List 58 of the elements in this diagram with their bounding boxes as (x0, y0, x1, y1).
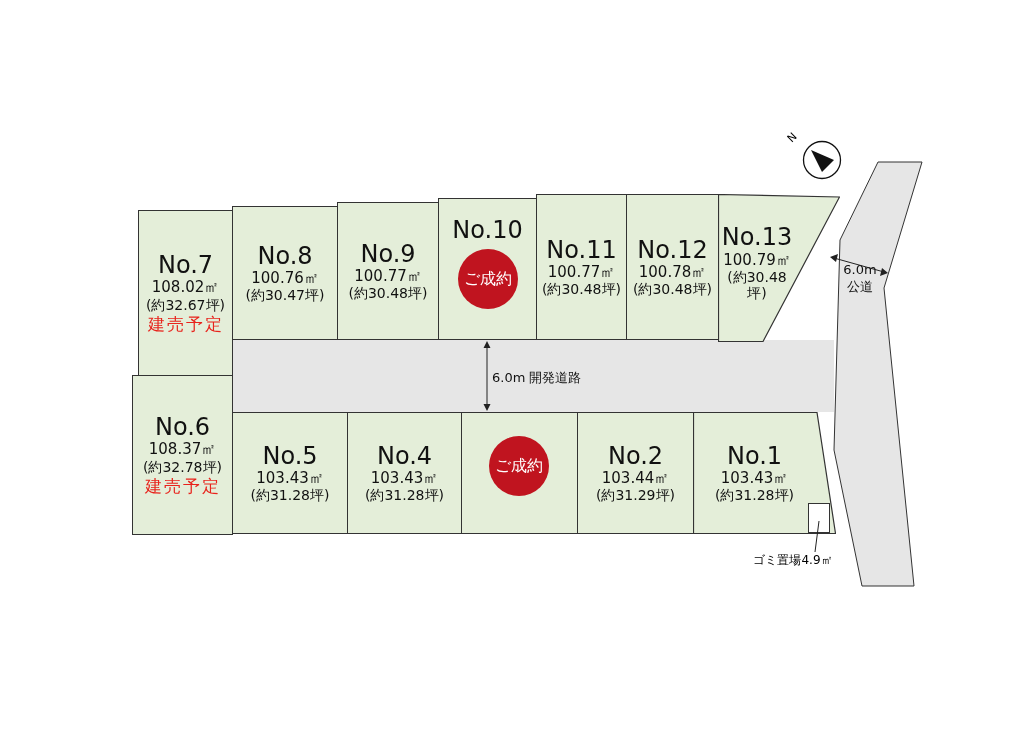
lot-area-tsubo: (約30.48坪) (348, 285, 428, 302)
lot-number: No.1 (726, 442, 783, 471)
lot-number: No.7 (157, 251, 214, 280)
lot-area-tsubo: (約31.28坪) (365, 487, 444, 504)
lot-number: No.13 (721, 224, 793, 252)
lot-number: No.2 (607, 442, 664, 471)
garbage-area (808, 503, 830, 533)
lot-number: No.5 (262, 442, 318, 471)
lot-area-tsubo: (約30.48坪) (726, 268, 788, 302)
lot-parcel (626, 194, 719, 340)
lot-area: 100.77㎡ (354, 268, 422, 286)
lot-parcel (577, 412, 694, 534)
sold-badge: ご成約 (489, 436, 549, 496)
lot-area: 103.43㎡ (720, 470, 789, 488)
lot-area: 100.79㎡ (723, 251, 791, 269)
lot-parcel (232, 412, 348, 534)
lot-parcel (461, 412, 578, 534)
lot-parcel (347, 412, 462, 534)
lot-number: No.9 (360, 240, 416, 269)
lot-area-tsubo: (約32.78坪) (143, 458, 222, 475)
lot-number: No.4 (376, 442, 433, 471)
lot-parcel (693, 412, 836, 534)
lot-area: 103.43㎡ (370, 470, 439, 488)
road-width-label: 6.0m 公道 (842, 262, 878, 296)
development-road (232, 340, 834, 412)
lot-area: 108.02㎡ (151, 279, 220, 297)
lot-area: 108.37㎡ (148, 441, 217, 459)
lot-parcel (536, 194, 627, 340)
lot-area-tsubo: (約31.28坪) (715, 487, 794, 504)
lot-area: 103.43㎡ (256, 470, 324, 488)
lot-parcel (337, 202, 439, 340)
sale-status: 建売予定 (144, 476, 221, 497)
lot-parcel (438, 198, 537, 340)
lot-area-tsubo: (約30.48坪) (542, 281, 621, 298)
sold-badge: ご成約 (458, 249, 518, 309)
lot-parcel (232, 206, 338, 340)
lot-number: No.10 (452, 217, 523, 245)
leader-line (814, 520, 820, 553)
lot-area-tsubo: (約30.48坪) (633, 281, 712, 298)
sale-status: 建売予定 (147, 314, 224, 335)
lot-number: No.8 (257, 242, 313, 271)
lot-number: No.11 (546, 236, 617, 265)
lot-parcel (718, 194, 840, 342)
lot-parcel (138, 210, 233, 376)
lot-area-tsubo: (約31.28坪) (250, 487, 330, 504)
lot-number: No.6 (154, 413, 211, 442)
lot-number: No.12 (637, 236, 708, 265)
lot-area-tsubo: (約30.47坪) (245, 287, 325, 304)
garbage-area-label: ゴミ置場4.9㎡ (738, 552, 848, 574)
lot-area-tsubo: (約32.67坪) (146, 296, 225, 313)
lot-area-tsubo: (約31.29坪) (596, 487, 675, 504)
road-width-label: 6.0m 開発道路 (492, 370, 582, 387)
lot-parcel (132, 375, 233, 535)
lot-area: 100.77㎡ (547, 264, 616, 282)
lot-area: 103.44㎡ (601, 470, 670, 488)
lot-area: 100.76㎡ (251, 270, 319, 288)
north-label: N (784, 130, 800, 145)
lot-area: 100.78㎡ (638, 264, 707, 282)
